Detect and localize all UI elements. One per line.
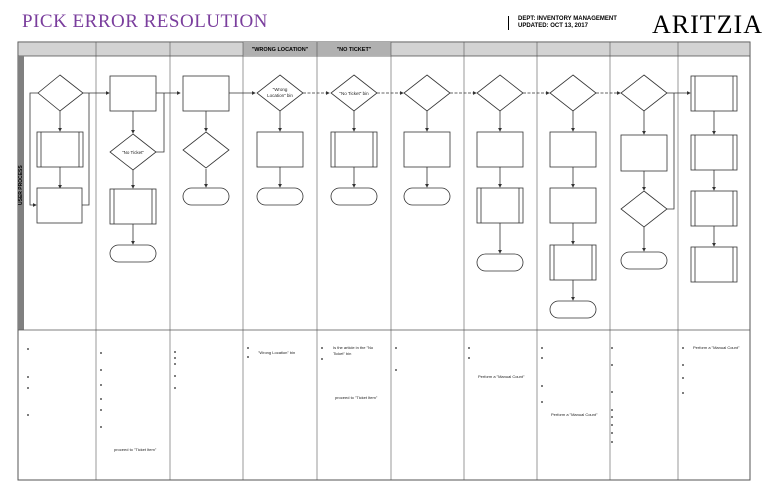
wrong-location-bin-label-2: Location" bin [267, 93, 293, 98]
predefined-process [476, 187, 524, 224]
note-proceed-ticket-item: proceed to "Ticket Item" [335, 395, 378, 400]
predefined-process [109, 188, 157, 225]
no-ticket-bin-label: "No Ticket" bin [339, 91, 369, 96]
predefined-process [330, 131, 378, 168]
terminator [256, 187, 304, 206]
column-header-wrong-location: "WRONG LOCATION" [252, 47, 309, 53]
process-box [549, 131, 597, 168]
decision-diamond [476, 74, 524, 112]
note-bullets [27, 347, 684, 443]
decision-diamond [620, 190, 668, 228]
terminator [109, 244, 157, 263]
lane-label-band [18, 56, 24, 330]
terminator [182, 187, 230, 206]
terminator [476, 253, 524, 272]
process-box [549, 187, 597, 224]
note-is-article-2: Ticket" bin [333, 351, 351, 356]
column-headers: "WRONG LOCATION" "NO TICKET" [252, 47, 372, 53]
process-box [476, 131, 524, 168]
predefined-process [549, 244, 597, 281]
note-manual-count: Perform a "Manual Count" [693, 345, 740, 350]
decision-diamond [37, 74, 84, 112]
terminator [403, 187, 451, 206]
decision-diamond [620, 74, 668, 112]
no-ticket-decision-label: "No Ticket" [122, 150, 144, 155]
decision-diamond [256, 74, 304, 112]
process-box [620, 134, 668, 172]
column-dividers [95, 42, 679, 480]
terminator [549, 300, 597, 319]
decision-diamond [109, 133, 157, 171]
predefined-process [690, 134, 738, 171]
dept-line: DEPT: INVENTORY MANAGEMENT [518, 16, 617, 22]
dept-info: DEPT: INVENTORY MANAGEMENT UPDATED: OCT … [508, 16, 617, 30]
process-box [182, 75, 230, 112]
terminator [330, 187, 378, 206]
process-box [36, 187, 83, 224]
shape-labels: "No Ticket" "Wrong Location" bin "No Tic… [122, 87, 369, 155]
predefined-process [690, 246, 738, 283]
page-title: PICK ERROR RESOLUTION [22, 11, 268, 32]
process-box [256, 131, 304, 168]
flow-shapes [36, 74, 738, 319]
predefined-process [690, 190, 738, 227]
decision-diamond [549, 74, 597, 112]
lane-label: USER PROCESS [18, 165, 24, 205]
note-manual-count: Perform a "Manual Count" [551, 412, 598, 417]
note-is-article-1: Is the article in the "No [333, 345, 374, 350]
note-manual-count: Perform a "Manual Count" [478, 374, 525, 379]
predefined-process [36, 131, 84, 168]
decision-diamond [403, 74, 451, 112]
predefined-process [690, 75, 738, 112]
decision-diamond [182, 131, 230, 169]
note-proceed-ticket-item: proceed to "Ticket Item" [114, 447, 157, 452]
decision-diamond [330, 74, 378, 112]
header-band-wrong-location [243, 42, 317, 56]
header-band-no-ticket [317, 42, 391, 56]
process-box [403, 131, 451, 168]
note-wrong-location-bin: "Wrong Location" bin [258, 350, 295, 355]
brand-logo: ARITZIA [652, 10, 763, 39]
process-box [109, 75, 157, 112]
column-header-no-ticket: "NO TICKET" [337, 47, 372, 53]
connectors [29, 91, 716, 301]
terminator [620, 251, 668, 270]
updated-line: UPDATED: OCT 13, 2017 [518, 23, 588, 29]
wrong-location-bin-label-1: "Wrong [273, 87, 288, 92]
notes: proceed to "Ticket Item" "Wrong Location… [114, 345, 740, 452]
